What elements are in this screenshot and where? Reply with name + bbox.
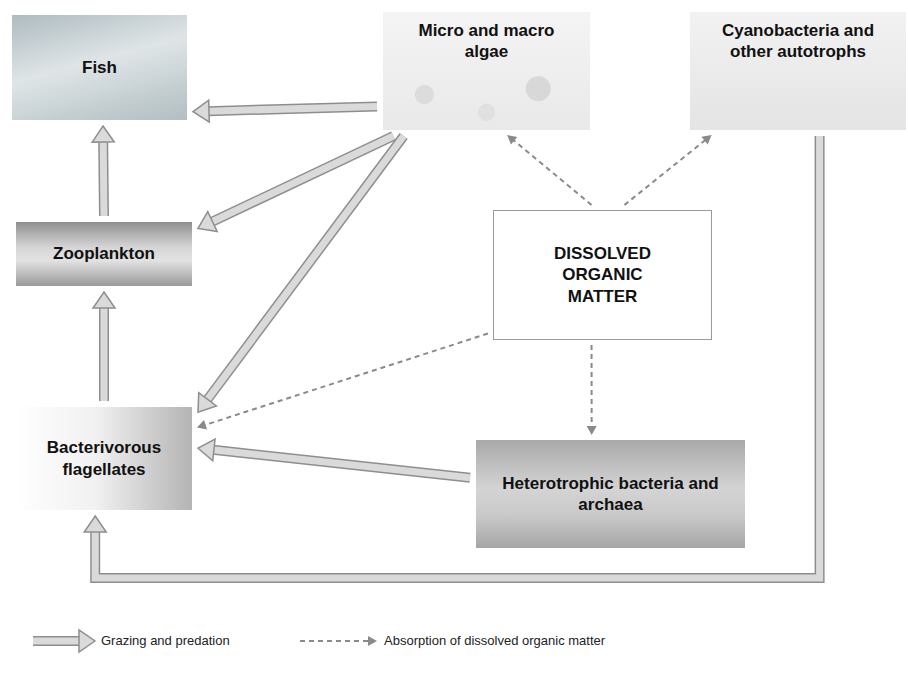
arrow-shaft [207, 136, 404, 400]
grazing-arrow [93, 292, 115, 401]
legend-text: Absorption of dissolved organic matter [384, 633, 605, 649]
organism-box: Cyanobacteria and other autotrophs [690, 12, 906, 130]
node-label: Fish [82, 57, 117, 78]
node-label: Zooplankton [53, 243, 155, 264]
grazing-arrow [84, 136, 819, 578]
arrow-head [84, 516, 106, 532]
organism-box: Zooplankton [16, 222, 192, 286]
arrow-outline [33, 636, 80, 646]
arrow-head [197, 420, 207, 430]
arrow-outline [208, 106, 377, 111]
arrow-head [587, 426, 597, 435]
arrow-shaft [208, 106, 377, 111]
legend-sample [33, 630, 95, 652]
legend-sample [300, 636, 377, 646]
arrow-head [507, 135, 517, 145]
absorption-arrow [507, 135, 591, 205]
grazing-arrow [193, 100, 377, 122]
organism-box: Heterotrophic bacteria and archaea [476, 440, 745, 548]
arrow-outline [95, 136, 819, 578]
arrow-head [193, 100, 209, 122]
organism-box: Micro and macro algae [383, 12, 590, 130]
absorption-arrow [624, 135, 711, 205]
arrow-outline [98, 141, 109, 216]
node-label: Heterotrophic bacteria and archaea [496, 473, 726, 516]
arrow-head [368, 636, 377, 646]
organism-box: Bacterivorous flagellates [16, 407, 192, 510]
node-label: Bacterivorous flagellates [29, 437, 179, 480]
arrow-head [198, 212, 217, 232]
arrow-outline [213, 450, 470, 478]
arrow-shaft [33, 638, 80, 645]
arrow-shaft [101, 307, 108, 401]
node-label: Cyanobacteria and other autotrophs [703, 20, 893, 63]
dashed-shaft [591, 345, 593, 427]
arrow-head [198, 393, 216, 412]
dashed-shaft [513, 140, 591, 205]
arrow-shaft [100, 141, 108, 216]
dashed-shaft [624, 140, 705, 205]
dashed-shaft [205, 334, 488, 426]
arrow-shaft [95, 136, 819, 578]
absorption-arrow [587, 345, 597, 435]
grazing-arrow [92, 126, 114, 216]
arrow-head [701, 135, 711, 145]
arrow-outline [207, 136, 404, 400]
node-label: Micro and macro algae [407, 20, 567, 63]
arrow-head [93, 292, 115, 308]
dashed-shaft [300, 640, 369, 642]
arrow-outline [99, 307, 109, 401]
arrow-head [92, 126, 114, 142]
grazing-arrow [198, 439, 470, 478]
absorption-arrow [197, 334, 488, 430]
matter-box: DISSOLVED ORGANIC MATTER [493, 210, 712, 340]
arrow-shaft [213, 450, 470, 478]
legend-text: Grazing and predation [101, 633, 230, 649]
arrow-head [79, 630, 95, 652]
organism-box: Fish [12, 15, 187, 120]
arrow-head [198, 439, 215, 461]
node-label: DISSOLVED ORGANIC MATTER [543, 243, 663, 307]
